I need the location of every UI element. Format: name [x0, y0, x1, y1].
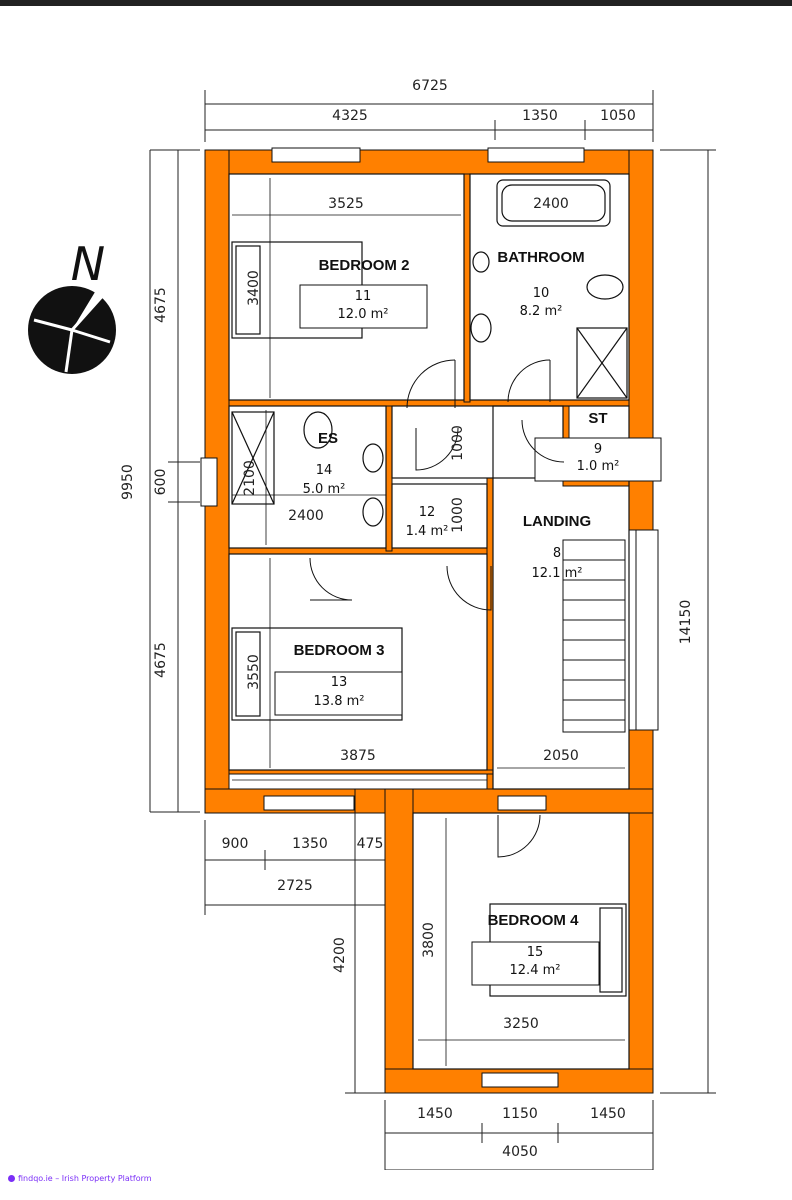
- toilet-bathroom: [586, 274, 624, 300]
- cupboard-number: 12: [419, 505, 436, 520]
- bedroom2-width: 3525: [328, 196, 364, 212]
- bathroom-area: 8.2 m²: [520, 304, 563, 319]
- dim-top-total: 6725: [412, 78, 448, 94]
- dim-lower-total: 2725: [277, 878, 313, 894]
- dim-top-seg-1: 4325: [332, 108, 368, 124]
- bedroom4-number: 15: [527, 945, 544, 960]
- north-arrow-icon: N: [28, 237, 116, 374]
- bedroom4-depth: 3800: [421, 922, 437, 958]
- bedroom3-number: 13: [331, 675, 348, 690]
- bathroom-number: 10: [533, 286, 550, 301]
- fixtures: [231, 179, 628, 527]
- bedroom3-depth: 3550: [246, 654, 262, 690]
- dimension-labels: 6725 4325 1350 1050 9950 4675 600 4675 1…: [120, 78, 694, 1160]
- bedroom3-name: BEDROOM 3: [294, 642, 385, 659]
- cupboard-depth: 1000: [450, 425, 466, 461]
- bedroom4-name: BEDROOM 4: [488, 912, 580, 929]
- dim-lower-seg-2: 1350: [292, 836, 328, 852]
- landing-width: 2050: [543, 748, 579, 764]
- bedroom2-area: 12.0 m²: [338, 307, 389, 322]
- dim-right-total: 14150: [678, 600, 694, 645]
- dimension-lines: [149, 90, 716, 1170]
- bathroom-name: BATHROOM: [497, 249, 584, 266]
- bedroom4-area: 12.4 m²: [510, 963, 561, 978]
- dim-bottom-seg-1: 1450: [417, 1106, 453, 1122]
- dim-left-seg-2: 600: [153, 469, 169, 496]
- toilet-ensuite: [303, 411, 333, 449]
- dim-bottom-seg-3: 1450: [590, 1106, 626, 1122]
- bedroom2-number: 11: [355, 289, 372, 304]
- landing-number: 8: [553, 546, 561, 561]
- landing-name: LANDING: [523, 513, 591, 530]
- landing-area: 12.1 m²: [532, 566, 583, 581]
- room-labels: BEDROOM 2 11 12.0 m² BATHROOM 10 8.2 m² …: [294, 249, 620, 978]
- ensuite-width: 2400: [288, 508, 324, 524]
- storage-area: 1.0 m²: [577, 459, 620, 474]
- dim-lower-seg-3: 475: [357, 836, 384, 852]
- watermark: findqo.ie – Irish Property Platform: [8, 1174, 152, 1183]
- room-outlines: [228, 173, 630, 1070]
- storage-number: 9: [594, 442, 602, 457]
- dim-bottom-total: 4050: [502, 1144, 538, 1160]
- ensuite-number: 14: [316, 463, 333, 478]
- bedroom4-width: 3250: [503, 1016, 539, 1032]
- floor-plan: 6725 4325 1350 1050 9950 4675 600 4675 1…: [28, 78, 716, 1170]
- ensuite-depth: 2100: [242, 460, 258, 496]
- interior-dims: 3525 3400 2400 2400 2100 1000 1000 3875 …: [242, 196, 579, 1032]
- dim-left-seg-3: 4675: [153, 642, 169, 678]
- dim-left-total: 9950: [120, 464, 136, 500]
- top-bar: [0, 0, 792, 6]
- label-boxes: [274, 284, 662, 986]
- bedroom3-area: 13.8 m²: [314, 694, 365, 709]
- north-label: N: [71, 237, 105, 291]
- ensuite-name: ES: [318, 430, 338, 447]
- bedroom2-depth: 3400: [246, 270, 262, 306]
- bath-length: 2400: [533, 196, 569, 212]
- cupboard-width: 1000: [450, 497, 466, 533]
- dim-bottom-seg-2: 1150: [502, 1106, 538, 1122]
- dim-top-seg-2: 1350: [522, 108, 558, 124]
- storage-name: ST: [588, 410, 607, 427]
- watermark-text: findqo.ie – Irish Property Platform: [18, 1174, 152, 1183]
- windows: [200, 147, 659, 1088]
- staircase: [562, 539, 626, 733]
- interior-dim-lines: [232, 178, 625, 1066]
- door-swings: [309, 359, 565, 858]
- bedroom2-name: BEDROOM 2: [319, 257, 410, 274]
- ensuite-area: 5.0 m²: [303, 482, 346, 497]
- dim-left-seg-1: 4675: [153, 287, 169, 323]
- dim-lower-seg-1: 900: [222, 836, 249, 852]
- bedroom3-width: 3875: [340, 748, 376, 764]
- dim-rear-height: 4200: [332, 937, 348, 973]
- cupboard-area: 1.4 m²: [406, 524, 449, 539]
- dim-top-seg-3: 1050: [600, 108, 636, 124]
- findqo-logo-icon: [8, 1175, 15, 1182]
